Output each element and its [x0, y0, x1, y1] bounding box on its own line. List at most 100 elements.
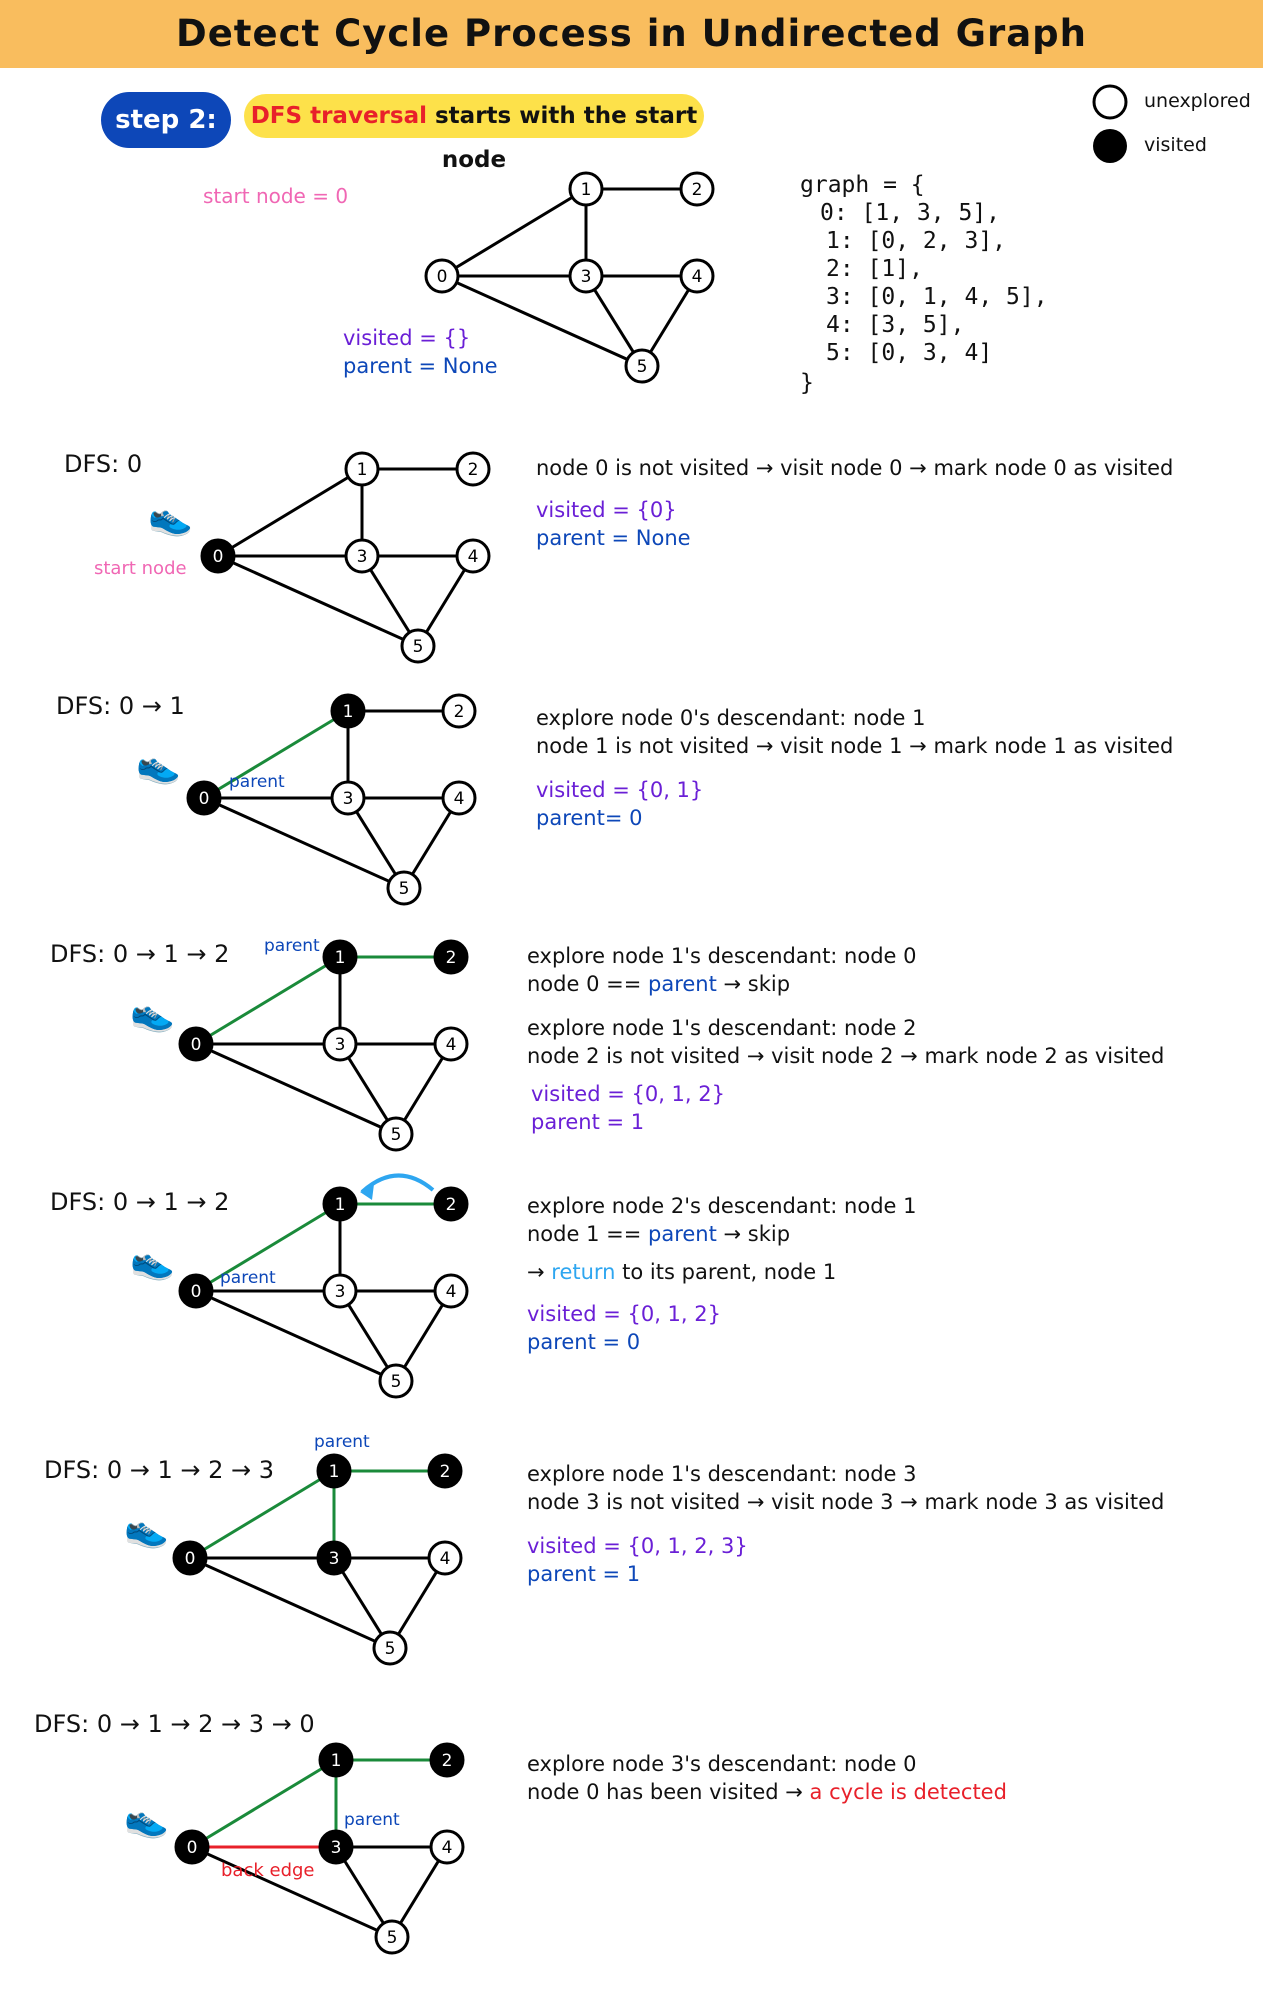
- step4-line1: explore node 2's descendant: node 1: [527, 1194, 917, 1218]
- node-1: 1: [316, 1453, 352, 1489]
- edge-3-5: [346, 797, 406, 889]
- step-desc-highlight: DFS traversal: [250, 103, 427, 129]
- node-0: 0: [424, 258, 460, 294]
- edge-0-1: [217, 467, 363, 558]
- page-title: Detect Cycle Process in Undirected Graph: [176, 12, 1087, 55]
- shoes-icon: 👟: [136, 745, 181, 786]
- graph-code-line: 1: [0, 2, 3],: [826, 228, 1007, 254]
- dfs-path-2: DFS: 0 → 1: [56, 692, 185, 720]
- step4-line2: node 1 == parent → skip: [527, 1222, 790, 1246]
- edge-4-5: [388, 1557, 447, 1649]
- step3-line2-parent: parent: [648, 972, 717, 996]
- edge-4-5: [394, 1290, 453, 1382]
- node-1: 1: [330, 693, 366, 729]
- svg-text:3: 3: [335, 1282, 346, 1302]
- dfs-path-3: DFS: 0 → 1 → 2: [50, 940, 230, 968]
- node-5: 5: [378, 1363, 414, 1399]
- legend-unexplored-label: unexplored: [1144, 90, 1251, 112]
- svg-text:4: 4: [454, 789, 465, 809]
- step-desc-rest: starts with the start node: [426, 103, 698, 173]
- edge-0-5: [195, 1289, 397, 1383]
- node-4: 4: [427, 1540, 463, 1576]
- edge-0-1: [189, 1469, 335, 1560]
- step3-line4: node 2 is not visited → visit node 2 → m…: [527, 1044, 1165, 1068]
- edge-0-1: [191, 1758, 337, 1849]
- node-0: 0: [200, 538, 236, 574]
- svg-text:2: 2: [446, 1195, 457, 1215]
- return-arrow-head: [360, 1184, 374, 1200]
- step2-visited: visited = {0, 1}: [536, 778, 704, 802]
- edge-3-5: [360, 555, 420, 647]
- node-3: 3: [322, 1273, 358, 1309]
- step1-line1: node 0 is not visited → visit node 0 → m…: [536, 456, 1174, 480]
- intro-start-node: start node = 0: [203, 184, 349, 208]
- shoes-icon: 👟: [130, 993, 175, 1034]
- node-3: 3: [344, 538, 380, 574]
- node-5: 5: [624, 348, 660, 384]
- svg-text:4: 4: [446, 1035, 457, 1055]
- node-1: 1: [568, 171, 604, 207]
- svg-text:5: 5: [385, 1639, 396, 1659]
- step4-line2-c: → skip: [716, 1222, 791, 1246]
- legend-visited-icon: [1093, 129, 1127, 163]
- edge-0-5: [189, 1556, 391, 1650]
- svg-text:5: 5: [391, 1372, 402, 1392]
- svg-text:0: 0: [185, 1549, 196, 1569]
- node-1: 1: [318, 1742, 354, 1778]
- svg-text:1: 1: [335, 1195, 346, 1215]
- svg-text:1: 1: [329, 1462, 340, 1482]
- node-4: 4: [433, 1273, 469, 1309]
- graph-code-line: graph = {: [800, 172, 925, 198]
- step5-line2: node 3 is not visited → visit node 3 → m…: [527, 1490, 1165, 1514]
- step3-line2: node 0 == parent → skip: [527, 972, 790, 996]
- step4-parent: parent = 0: [527, 1330, 641, 1354]
- return-arrow: [360, 1173, 435, 1194]
- intro-parent: parent = None: [343, 354, 498, 378]
- node-1: 1: [322, 939, 358, 975]
- node-2: 2: [679, 171, 715, 207]
- graph-code-line: 0: [1, 3, 5],: [820, 200, 1001, 226]
- svg-text:4: 4: [446, 1282, 457, 1302]
- step4-line2-parent: parent: [648, 1222, 717, 1246]
- edge-3-5: [332, 1557, 392, 1649]
- node-2: 2: [441, 693, 477, 729]
- node-0: 0: [172, 1540, 208, 1576]
- edge-0-1: [203, 709, 349, 800]
- step-pill: step 2:: [101, 92, 231, 148]
- svg-text:2: 2: [468, 460, 479, 480]
- svg-text:2: 2: [446, 948, 457, 968]
- svg-text:3: 3: [331, 1838, 342, 1858]
- svg-text:1: 1: [343, 702, 354, 722]
- step1-visited: visited = {0}: [536, 498, 677, 522]
- dfs-path-5: DFS: 0 → 1 → 2 → 3: [44, 1456, 274, 1484]
- node-3: 3: [322, 1026, 358, 1062]
- graph-intro-nodes: 0 1 2 3 4 5: [424, 171, 715, 384]
- edge-0-5: [191, 1845, 393, 1939]
- edge-3-5: [334, 1846, 394, 1938]
- graph-code-line: }: [800, 370, 814, 396]
- dfs-path-6: DFS: 0 → 1 → 2 → 3 → 0: [34, 1710, 315, 1738]
- edge-0-5: [441, 274, 643, 368]
- node-5: 5: [374, 1919, 410, 1955]
- node-4: 4: [679, 258, 715, 294]
- parent-label: parent: [229, 772, 285, 792]
- graph-code-line: 5: [0, 3, 4]: [826, 340, 993, 366]
- node-2: 2: [429, 1742, 465, 1778]
- svg-text:4: 4: [442, 1838, 453, 1858]
- legend-visited-label: visited: [1144, 134, 1207, 156]
- graph-code-line: 3: [0, 1, 4, 5],: [826, 284, 1048, 310]
- step2-parent: parent= 0: [536, 806, 643, 830]
- node-3: 3: [568, 258, 604, 294]
- step1-parent: parent = None: [536, 526, 691, 550]
- svg-text:3: 3: [357, 547, 368, 567]
- parent-label: parent: [344, 1810, 400, 1830]
- parent-label: parent: [264, 936, 320, 956]
- svg-text:1: 1: [357, 460, 368, 480]
- shoes-icon: 👟: [124, 1799, 169, 1840]
- shoes-icon: 👟: [124, 1509, 169, 1550]
- dfs-path-1: DFS: 0: [64, 450, 143, 478]
- svg-text:4: 4: [692, 267, 703, 287]
- node-0: 0: [174, 1829, 210, 1865]
